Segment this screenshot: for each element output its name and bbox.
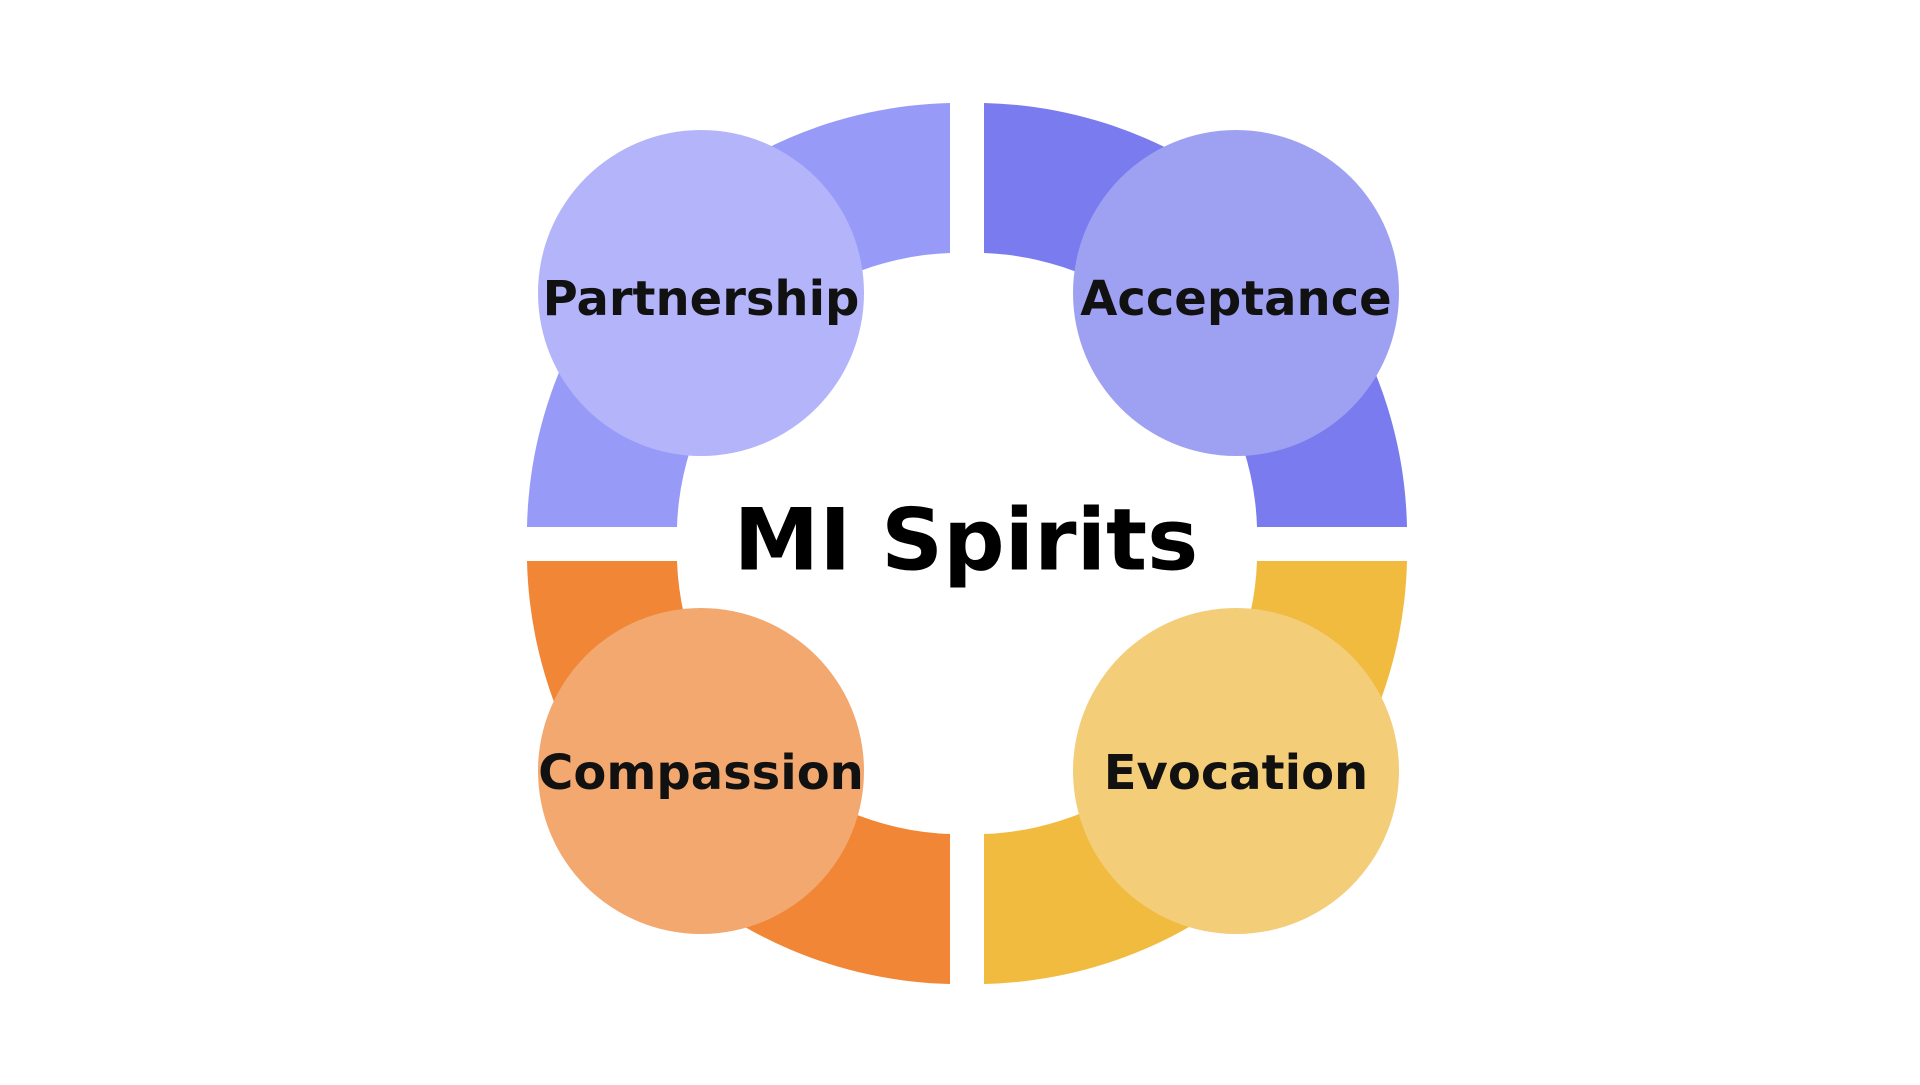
label-partnership: Partnership [543,271,860,327]
circle-evocation [1073,608,1399,934]
label-evocation: Evocation [1104,745,1368,801]
center-title: MI Spirits [734,490,1199,590]
circle-partnership [538,130,864,456]
label-acceptance: Acceptance [1080,271,1391,327]
circle-compassion [538,608,864,934]
label-compassion: Compassion [538,745,864,801]
circle-acceptance [1073,130,1399,456]
